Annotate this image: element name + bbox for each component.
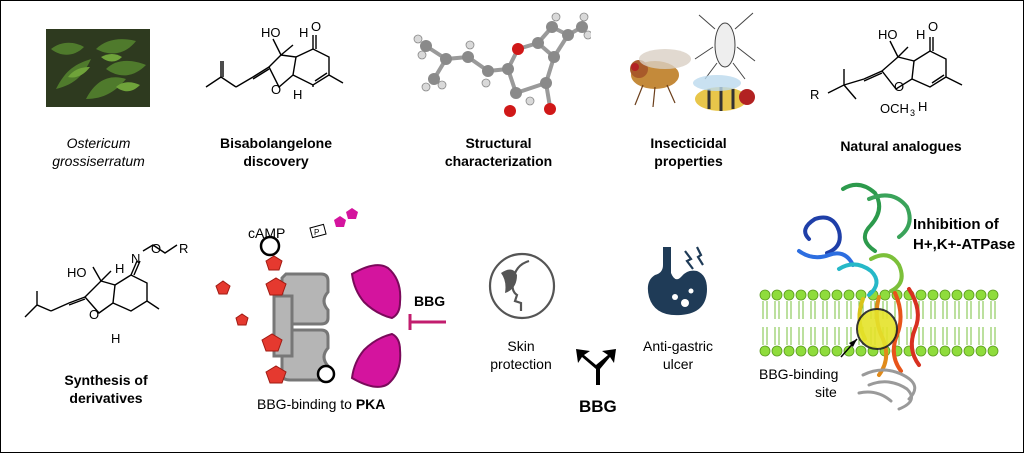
pka-word: PKA — [355, 396, 386, 412]
och3-label: OCH — [880, 101, 909, 116]
synthesis-label: Synthesis of derivatives — [21, 371, 191, 407]
o-label-ring: O — [894, 79, 904, 94]
camp-label: cAMP — [248, 225, 285, 241]
inhibition-line-1: Inhibition of — [913, 216, 999, 233]
pka-prefix: BBG-binding to — [257, 396, 356, 412]
ho-label: HO — [878, 27, 898, 42]
n-label: N — [131, 251, 140, 266]
binding-site-line-2: site — [815, 384, 837, 400]
bbg-pentagon — [265, 365, 287, 384]
structure-line-1: Structural — [465, 135, 532, 151]
insects-illustration — [630, 12, 756, 111]
skin-line-2: protection — [490, 356, 552, 372]
h-label-top: H — [916, 27, 925, 42]
plant-species-label: Ostericum grossiserratum — [31, 134, 166, 170]
r-label: R — [810, 87, 819, 102]
branch-arrow-icon — [576, 349, 616, 385]
insecticidal-line-1: Insecticidal — [650, 135, 727, 151]
structure-label: Structural characterization — [416, 134, 581, 170]
stomach-icon — [647, 246, 707, 316]
structure-line-2: characterization — [444, 153, 553, 169]
plant-photo — [46, 29, 150, 107]
pka-catalytic-subunit — [350, 264, 402, 320]
discovery-label: Bisabolangelone discovery — [196, 134, 356, 170]
bbg-pentagon — [235, 313, 249, 326]
skin-label: Skin protection — [471, 337, 571, 373]
skin-line-1: Skin — [507, 338, 535, 354]
bbg-pentagon — [215, 280, 231, 295]
bbg-label: BBG — [414, 293, 445, 309]
bbg-pentagon — [265, 255, 283, 271]
bbg-pentagon — [265, 277, 287, 296]
ulcer-label: Anti-gastric ulcer — [623, 337, 733, 373]
o-label-ketone: O — [311, 19, 321, 34]
ulcer-line-1: Anti-gastric — [642, 338, 714, 354]
h-label-top: H — [299, 25, 308, 40]
phosphate-label: P — [314, 228, 319, 237]
o-label-ring: O — [89, 307, 99, 322]
r-label: R — [179, 241, 188, 256]
synthesis-line-2: derivatives — [69, 390, 143, 406]
analogues-line-1: Natural analogues — [840, 138, 962, 154]
pointer-arrowhead — [849, 339, 857, 347]
pka-catalytic-subunit — [350, 332, 402, 388]
discovery-line-1: Bisabolangelone — [219, 135, 333, 151]
oxime-structure: HO H N O R O H — [24, 241, 188, 346]
inhibition-label: Inhibition of H+,K+-ATPase — [913, 215, 1015, 255]
h-label-top: H — [115, 261, 124, 276]
bbg-pentagon — [261, 333, 283, 352]
protein-ribbon — [797, 182, 921, 377]
o-label-ketone: O — [928, 19, 938, 34]
och3-subscript: 3 — [910, 108, 915, 118]
beta-subunit — [857, 368, 917, 411]
ho-label: HO — [67, 265, 87, 280]
plant-epithet: grossiserratum — [52, 153, 145, 169]
pka-diagram: cAMP P BBG — [215, 208, 446, 388]
binding-site-line-1: BBG-binding — [759, 366, 839, 382]
cyclic-nucleotide-pentagon — [346, 208, 358, 219]
insecticidal-label: Insecticidal properties — [611, 134, 766, 170]
analogues-label: Natural analogues — [816, 137, 986, 155]
ho-label: HO — [261, 25, 281, 40]
ulcer-line-2: ulcer — [662, 356, 694, 372]
h-label-bottom: H — [293, 87, 302, 102]
o-label-ring: O — [271, 82, 281, 97]
inhibition-line-2: H+,K+-ATPase — [913, 236, 1016, 253]
o-label-oxime: O — [151, 241, 161, 256]
synthesis-line-1: Synthesis of — [64, 372, 148, 388]
camp-molecule — [259, 235, 281, 257]
h-label-bottom: H — [918, 99, 927, 114]
binding-site-label: BBG-binding site — [759, 365, 838, 401]
analogue-structure: R HO H O O OCH 3 H — [810, 19, 963, 118]
bbg-binding-site — [856, 308, 898, 350]
bbg-center-label: BBG — [579, 397, 617, 416]
bisabolangelone-structure: HO H O O H — [205, 19, 344, 102]
atpase-structure — [759, 182, 999, 411]
skin-face-icon — [488, 252, 556, 320]
camp-molecule — [316, 364, 336, 384]
cyclic-nucleotide-pentagon — [334, 216, 346, 227]
pka-label: BBG-binding to PKA — [257, 396, 385, 412]
plant-genus: Ostericum — [66, 135, 131, 151]
discovery-line-2: discovery — [243, 153, 309, 169]
ball-and-stick-model — [413, 12, 591, 117]
h-label-bottom: H — [111, 331, 120, 346]
insecticidal-line-2: properties — [654, 153, 723, 169]
